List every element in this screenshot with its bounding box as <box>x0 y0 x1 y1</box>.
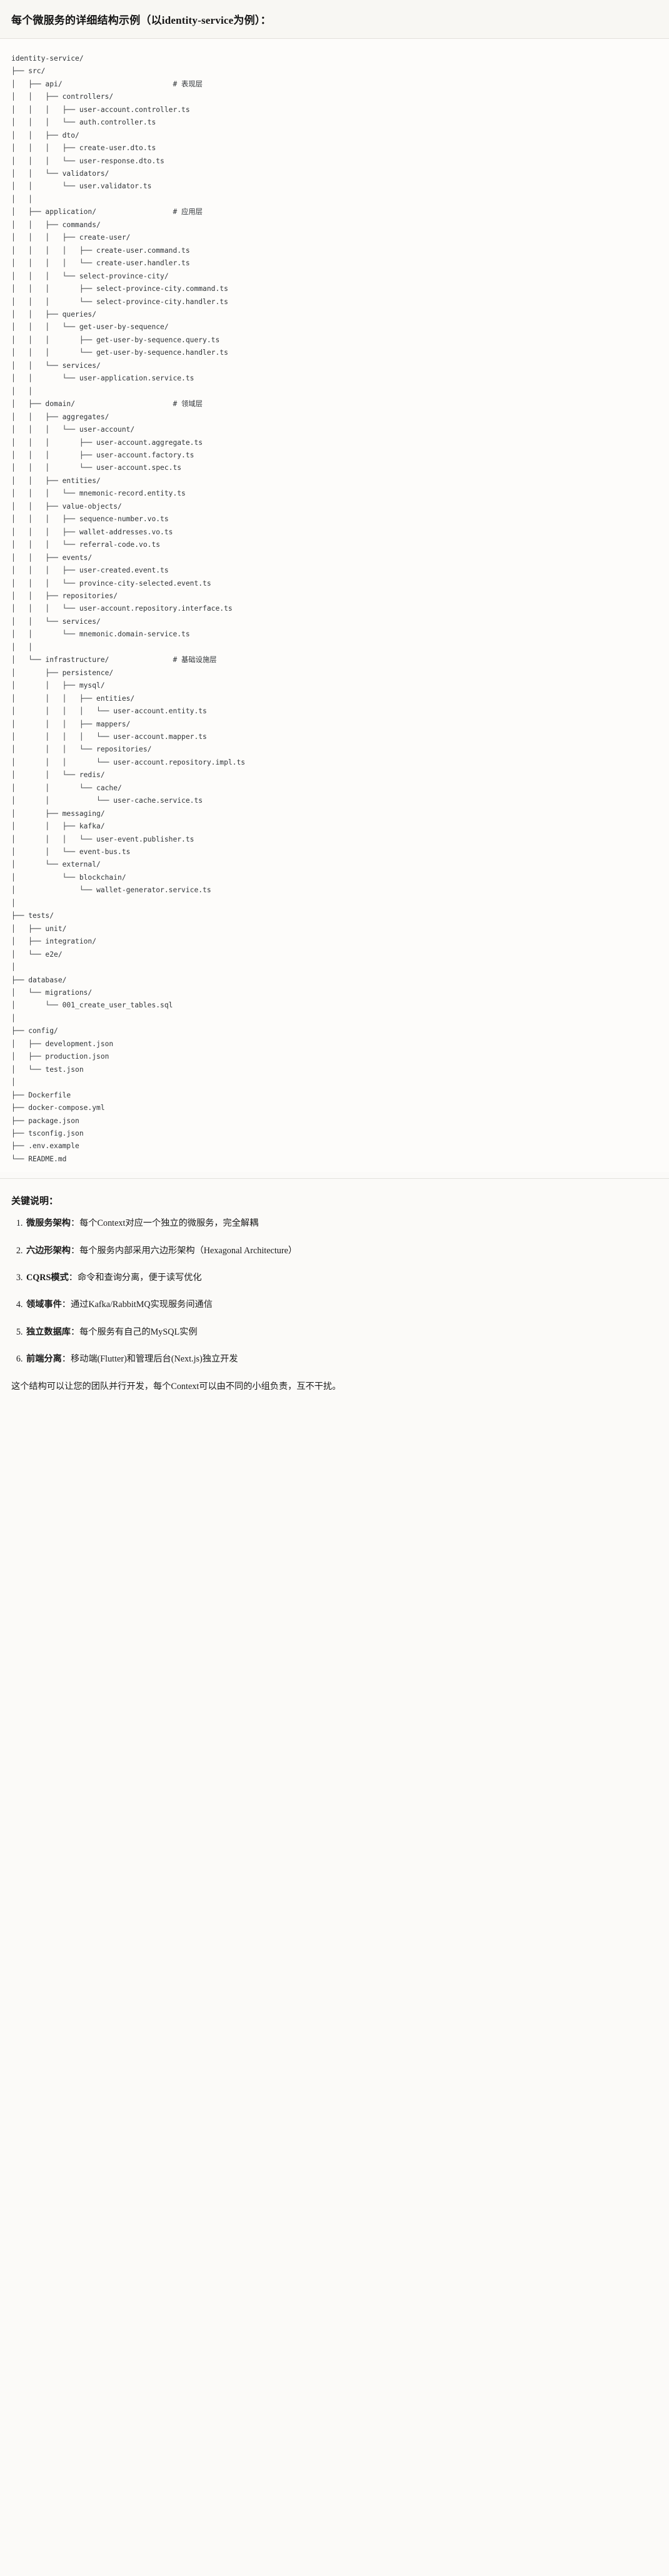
key-point-desc: ：通过Kafka/RabbitMQ实现服务间通信 <box>61 1300 213 1310</box>
list-item: CQRS模式：命令和查询分离，便于读写优化 <box>25 1271 658 1285</box>
document-header: 每个微服务的详细结构示例（以identity-service为例）： <box>0 0 669 39</box>
key-point-term: 六边形架构 <box>26 1245 71 1256</box>
key-point-term: 领域事件 <box>26 1300 62 1310</box>
key-point-desc: ：每个Context对应一个独立的微服务，完全解耦 <box>70 1218 259 1229</box>
directory-tree-block: identity-service/ ├── src/ │ ├── api/ # … <box>0 38 669 1173</box>
list-item: 前端分离：移动端(Flutter)和管理后台(Next.js)独立开发 <box>25 1353 658 1366</box>
key-point-term: 前端分离 <box>26 1353 62 1364</box>
list-item: 六边形架构：每个服务内部采用六边形架构（Hexagonal Architectu… <box>25 1245 658 1258</box>
key-point-desc: ：每个服务有自己的MySQL实例 <box>70 1326 198 1337</box>
key-point-term: 独立数据库 <box>26 1326 71 1337</box>
key-point-desc: ：每个服务内部采用六边形架构（Hexagonal Architecture） <box>70 1245 298 1256</box>
list-item: 领域事件：通过Kafka/RabbitMQ实现服务间通信 <box>25 1298 658 1311</box>
list-item: 独立数据库：每个服务有自己的MySQL实例 <box>25 1326 658 1339</box>
key-points-title: 关键说明： <box>11 1196 59 1207</box>
key-points-footer: 这个结构可以让您的团队并行开发，每个Context可以由不同的小组负责，互不干扰… <box>11 1382 341 1392</box>
key-point-desc: ：命令和查询分离，便于读写优化 <box>68 1272 202 1283</box>
key-points-list: 微服务架构：每个Context对应一个独立的微服务，完全解耦 六边形架构：每个服… <box>11 1217 658 1366</box>
key-point-term: 微服务架构 <box>26 1218 71 1229</box>
page-title: 每个微服务的详细结构示例（以identity-service为例）： <box>11 14 271 26</box>
key-point-term: CQRS模式 <box>26 1272 69 1283</box>
key-points-section: 关键说明： 微服务架构：每个Context对应一个独立的微服务，完全解耦 六边形… <box>0 1178 669 1417</box>
key-point-desc: ：移动端(Flutter)和管理后台(Next.js)独立开发 <box>61 1353 238 1364</box>
directory-tree: identity-service/ ├── src/ │ ├── api/ # … <box>11 54 246 1163</box>
list-item: 微服务架构：每个Context对应一个独立的微服务，完全解耦 <box>25 1217 658 1230</box>
